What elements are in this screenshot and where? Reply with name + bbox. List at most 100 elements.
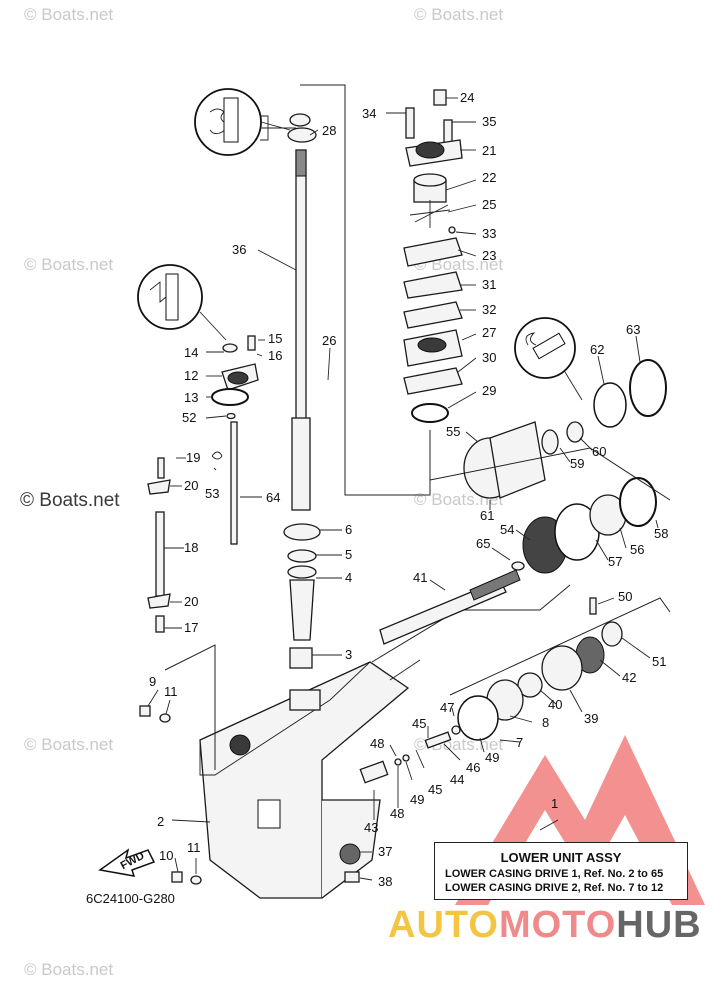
callout: 30 (482, 350, 496, 365)
watermark-dark: © Boats.net (20, 490, 120, 511)
callout: 2 (157, 814, 164, 829)
callout: 48 (370, 736, 384, 751)
brand-logo-text: AUTOMOTOHUB (388, 904, 702, 947)
brand-part: MOTO (498, 904, 617, 946)
bearing (289, 113, 311, 127)
oil-seal (287, 127, 317, 143)
lower-casing (199, 661, 410, 899)
callout: 4 (345, 570, 352, 585)
watermark: © Boats.net (24, 255, 114, 274)
callout: 34 (362, 106, 376, 121)
callout: 59 (570, 456, 584, 471)
callout: 35 (482, 114, 496, 129)
callout: 58 (654, 526, 668, 541)
callout: 38 (378, 874, 392, 889)
callout: 63 (626, 322, 640, 337)
gasket (190, 875, 202, 885)
detail-magnifier (194, 88, 291, 156)
callout: 21 (482, 143, 496, 158)
callout: 57 (608, 554, 622, 569)
callout: 33 (482, 226, 496, 241)
drain-screw (139, 705, 151, 717)
callout: 3 (345, 647, 352, 662)
water-pump-stack (403, 89, 463, 423)
callout: 25 (482, 197, 496, 212)
leader-lines (147, 97, 659, 881)
callout: 14 (184, 345, 198, 360)
gear-train (463, 359, 667, 574)
callout: 26 (322, 333, 336, 348)
callout: 45 (412, 716, 426, 731)
brand-logo-mark (455, 735, 705, 905)
callout: 23 (482, 248, 496, 263)
callout: 18 (184, 540, 198, 555)
callout: 1 (551, 796, 558, 811)
spec-title: LOWER UNIT ASSY (500, 850, 622, 865)
callout: 11 (187, 840, 201, 855)
callout: 44 (450, 772, 464, 787)
callout: 5 (345, 547, 352, 562)
callout: 22 (482, 170, 496, 185)
spec-line: LOWER CASING DRIVE 2, Ref. No. 7 to 12 (445, 882, 664, 894)
propeller-shaft (379, 561, 525, 645)
callout: 45 (428, 782, 442, 797)
watermark: © Boats.net (24, 735, 114, 754)
assembly-spec-box: LOWER UNIT ASSY LOWER CASING DRIVE 1, Re… (434, 842, 688, 900)
brand-part: HUB (616, 904, 702, 946)
callout-labels: 1 2 3 4 5 6 7 8 9 10 11 11 12 13 14 15 1… (149, 90, 668, 889)
diagram-code: 6C24100-G280 (86, 891, 175, 906)
callout: 41 (413, 570, 427, 585)
callout: 10 (159, 848, 173, 863)
callout: 27 (482, 325, 496, 340)
callout: 64 (266, 490, 280, 505)
spec-line: LOWER CASING DRIVE 1, Ref. No. 2 to 65 (445, 868, 664, 880)
callout: 62 (590, 342, 604, 357)
pinion-gear (339, 843, 361, 883)
drive-shaft-bearings (283, 523, 321, 669)
callout: 39 (584, 711, 598, 726)
callout: 32 (482, 302, 496, 317)
callout: 43 (364, 820, 378, 835)
callout: 7 (516, 735, 523, 750)
callout: 37 (378, 844, 392, 859)
callout: 11 (164, 684, 178, 699)
callout: 40 (548, 697, 562, 712)
callout: 17 (184, 620, 198, 635)
drain-screw (171, 871, 183, 883)
callout: 49 (485, 750, 499, 765)
callout: 51 (652, 654, 666, 669)
brand-part: AUTO (388, 904, 499, 946)
callout: 42 (622, 670, 636, 685)
callout: 46 (466, 760, 480, 775)
callout: 53 (205, 486, 219, 501)
callout: 61 (480, 508, 494, 523)
callout: 24 (460, 90, 474, 105)
callout: 47 (440, 700, 454, 715)
callout: 48 (390, 806, 404, 821)
watermark: © Boats.net (414, 5, 504, 24)
watermark: © Boats.net (24, 5, 114, 24)
watermark: © Boats.net (24, 960, 114, 979)
callout: 31 (482, 277, 496, 292)
detail-magnifier (137, 264, 227, 341)
detail-magnifier (514, 317, 583, 401)
callout: 60 (592, 444, 606, 459)
callout: 56 (630, 542, 644, 557)
callout: 54 (500, 522, 514, 537)
callout: 19 (186, 450, 200, 465)
callout: 36 (232, 242, 246, 257)
callout: 13 (184, 390, 198, 405)
callout: 6 (345, 522, 352, 537)
callout: 52 (182, 410, 196, 425)
callout: 28 (322, 123, 336, 138)
gasket (159, 713, 171, 723)
forward-gear-set (424, 597, 623, 749)
forward-arrow (98, 848, 156, 877)
callout: 12 (184, 368, 198, 383)
callout: 8 (542, 715, 549, 730)
shift-parts (147, 335, 259, 633)
shift-plunger (359, 754, 410, 784)
callout: 20 (184, 478, 198, 493)
callout: 16 (268, 348, 282, 363)
